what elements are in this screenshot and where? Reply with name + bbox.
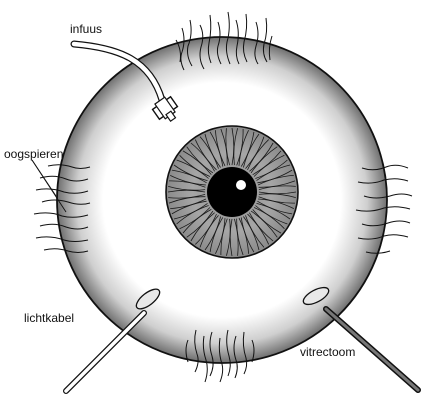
label-lichtkabel: lichtkabel bbox=[24, 311, 74, 325]
label-oogspieren: oogspieren bbox=[4, 147, 63, 161]
pupil-highlight bbox=[236, 180, 246, 190]
vitrectomy-instrument bbox=[301, 284, 418, 390]
pupil bbox=[207, 167, 257, 217]
label-vitrectoom: vitrectoom bbox=[300, 345, 355, 359]
label-infuus: infuus bbox=[70, 22, 102, 36]
